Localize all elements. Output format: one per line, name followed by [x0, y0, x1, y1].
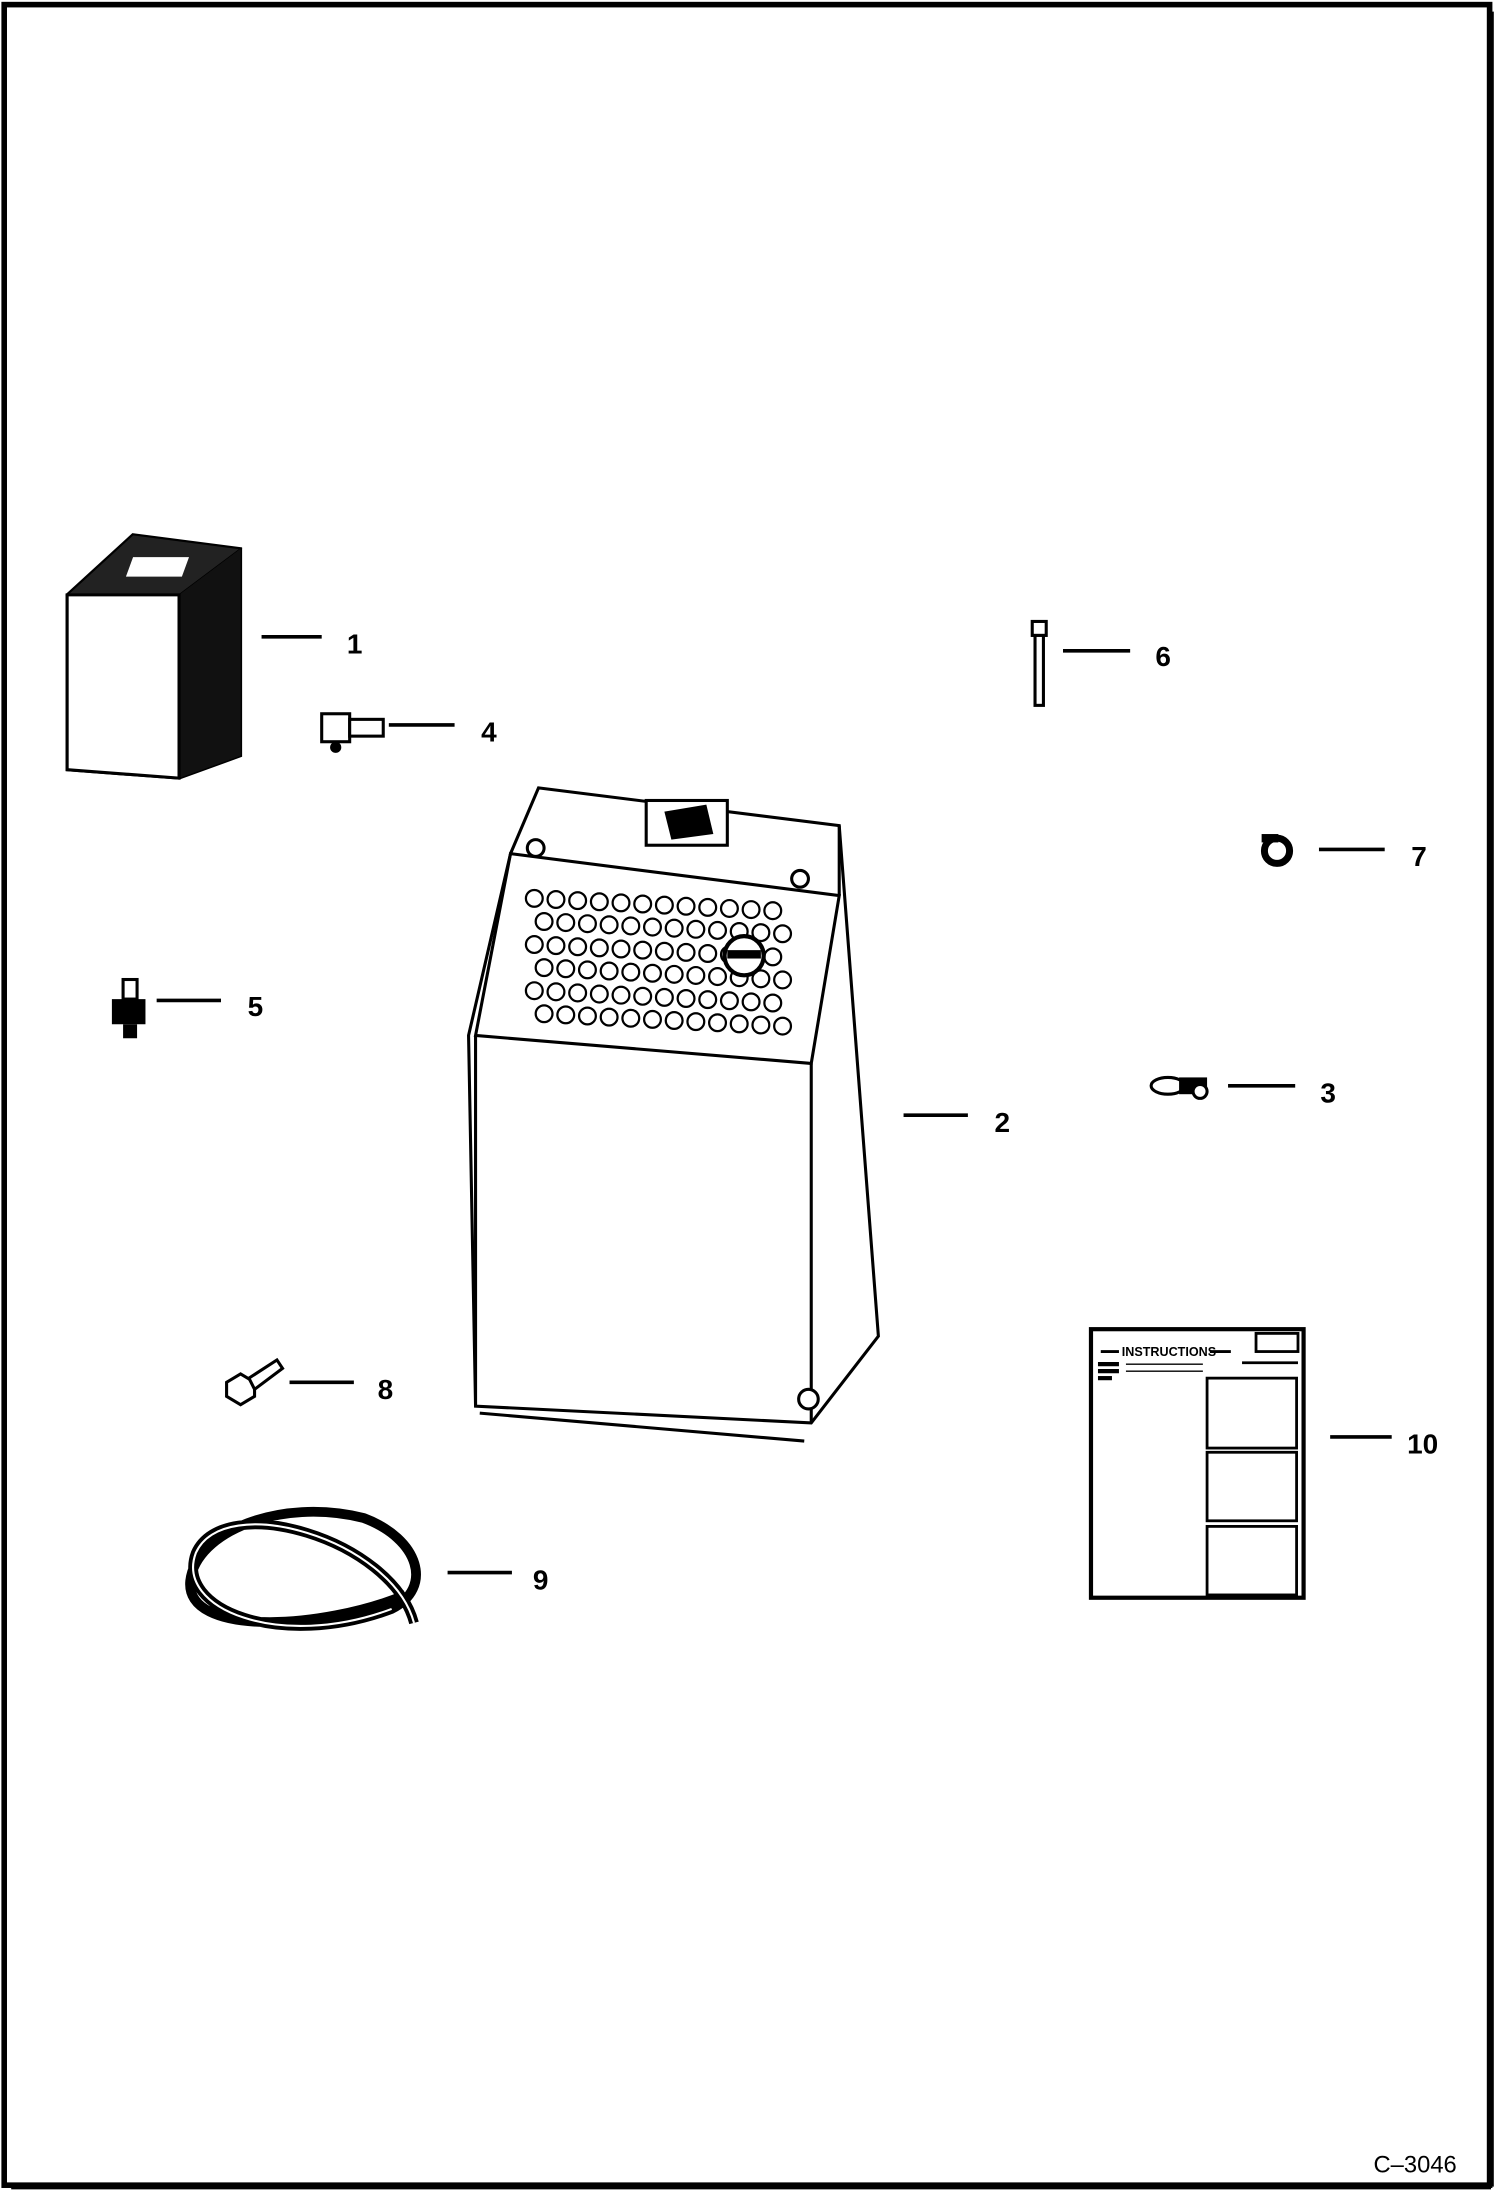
- vent-hole: [546, 982, 566, 1002]
- vent-hole: [633, 986, 653, 1006]
- vent-hole: [556, 913, 576, 933]
- callout-7: 7: [1411, 841, 1427, 872]
- vent-hole: [556, 959, 576, 979]
- callout-6: 6: [1155, 641, 1171, 672]
- vent-hole: [686, 965, 706, 985]
- vent-hole: [773, 1016, 793, 1036]
- vent-hole: [654, 941, 674, 961]
- figure-code: C–3046: [1374, 2152, 1457, 2179]
- vent-hole: [676, 896, 696, 916]
- vent-hole: [741, 992, 761, 1012]
- vent-hole: [577, 1006, 597, 1026]
- vent-hole: [599, 1007, 619, 1027]
- vent-hole: [698, 943, 718, 964]
- vent-hole: [611, 939, 631, 959]
- callout-10: 10: [1407, 1429, 1438, 1460]
- vent-hole: [577, 914, 597, 934]
- callout-4: 4: [481, 717, 497, 748]
- part-1-heater-box: [65, 533, 243, 780]
- part-7-hose-clamp: [1260, 834, 1294, 867]
- callout-3: 3: [1320, 1078, 1336, 1109]
- vent-hole: [729, 1014, 749, 1034]
- vent-hole: [664, 918, 684, 938]
- vent-hole: [568, 937, 588, 957]
- vent-hole: [676, 989, 696, 1009]
- callout-1: 1: [347, 629, 363, 660]
- vent-hole: [589, 892, 609, 912]
- vent-hole: [621, 916, 641, 936]
- part-2-heater-unit: [467, 786, 880, 1443]
- vent-hole: [568, 983, 588, 1003]
- vent-hole: [621, 962, 641, 982]
- vent-hole: [599, 961, 619, 981]
- vent-hole: [751, 969, 771, 989]
- vent-hole: [676, 942, 696, 962]
- vent-hole: [708, 920, 728, 940]
- callout-2: 2: [994, 1107, 1010, 1138]
- vent-hole: [611, 985, 631, 1005]
- vent-hole: [642, 963, 663, 983]
- vent-hole: [534, 1004, 554, 1024]
- vent-hole: [534, 911, 554, 931]
- vent-hole: [633, 894, 653, 914]
- vent-hole: [751, 923, 771, 943]
- vent-hole: [698, 990, 718, 1010]
- callout-9: 9: [533, 1564, 549, 1595]
- callout-5: 5: [248, 991, 264, 1022]
- part-6-cable-tie: [1030, 619, 1048, 707]
- vent-hole: [664, 1010, 684, 1031]
- vent-hole: [751, 1015, 771, 1035]
- vent-hole: [642, 917, 663, 937]
- vent-hole: [568, 891, 588, 911]
- callout-8: 8: [378, 1374, 394, 1405]
- vent-hole: [599, 915, 619, 935]
- vent-hole: [524, 981, 544, 1001]
- vent-hole: [589, 984, 609, 1004]
- part-10-instructions-sheet: INSTRUCTIONS: [1088, 1327, 1306, 1600]
- vent-hole: [633, 940, 653, 960]
- vent-hole: [589, 938, 609, 958]
- vent-hole: [773, 970, 793, 990]
- vent-hole: [534, 958, 554, 978]
- vent-hole: [773, 924, 793, 944]
- vent-hole: [708, 1013, 728, 1033]
- part-9-hose: [185, 1506, 421, 1631]
- vent-hole: [763, 901, 783, 921]
- vent-hole: [524, 888, 544, 908]
- part-4-elbow-fitting: [320, 712, 385, 753]
- vent-hole: [686, 919, 706, 939]
- vent-hole: [654, 987, 674, 1007]
- vent-hole: [698, 897, 718, 917]
- part-3-valve-fitting: [1149, 1075, 1209, 1100]
- vent-hole: [577, 960, 597, 980]
- vent-hole: [546, 889, 566, 910]
- vent-hole: [719, 991, 739, 1011]
- instructions-title: INSTRUCTIONS: [1122, 1345, 1216, 1359]
- vent-hole: [546, 936, 566, 956]
- vent-hole: [763, 993, 783, 1013]
- vent-hole: [524, 935, 544, 955]
- vent-hole: [664, 964, 684, 984]
- vent-hole: [611, 893, 631, 913]
- vent-hole: [686, 1012, 706, 1032]
- vent-hole: [556, 1005, 576, 1025]
- vent-hole: [741, 900, 761, 920]
- part-8-bolt: [225, 1357, 285, 1407]
- vent-hole: [654, 895, 674, 915]
- vent-hole: [621, 1008, 641, 1028]
- vent-hole: [642, 1009, 663, 1029]
- vent-hole: [719, 898, 739, 918]
- part-5-fitting: [111, 977, 146, 1039]
- vent-hole: [708, 967, 728, 987]
